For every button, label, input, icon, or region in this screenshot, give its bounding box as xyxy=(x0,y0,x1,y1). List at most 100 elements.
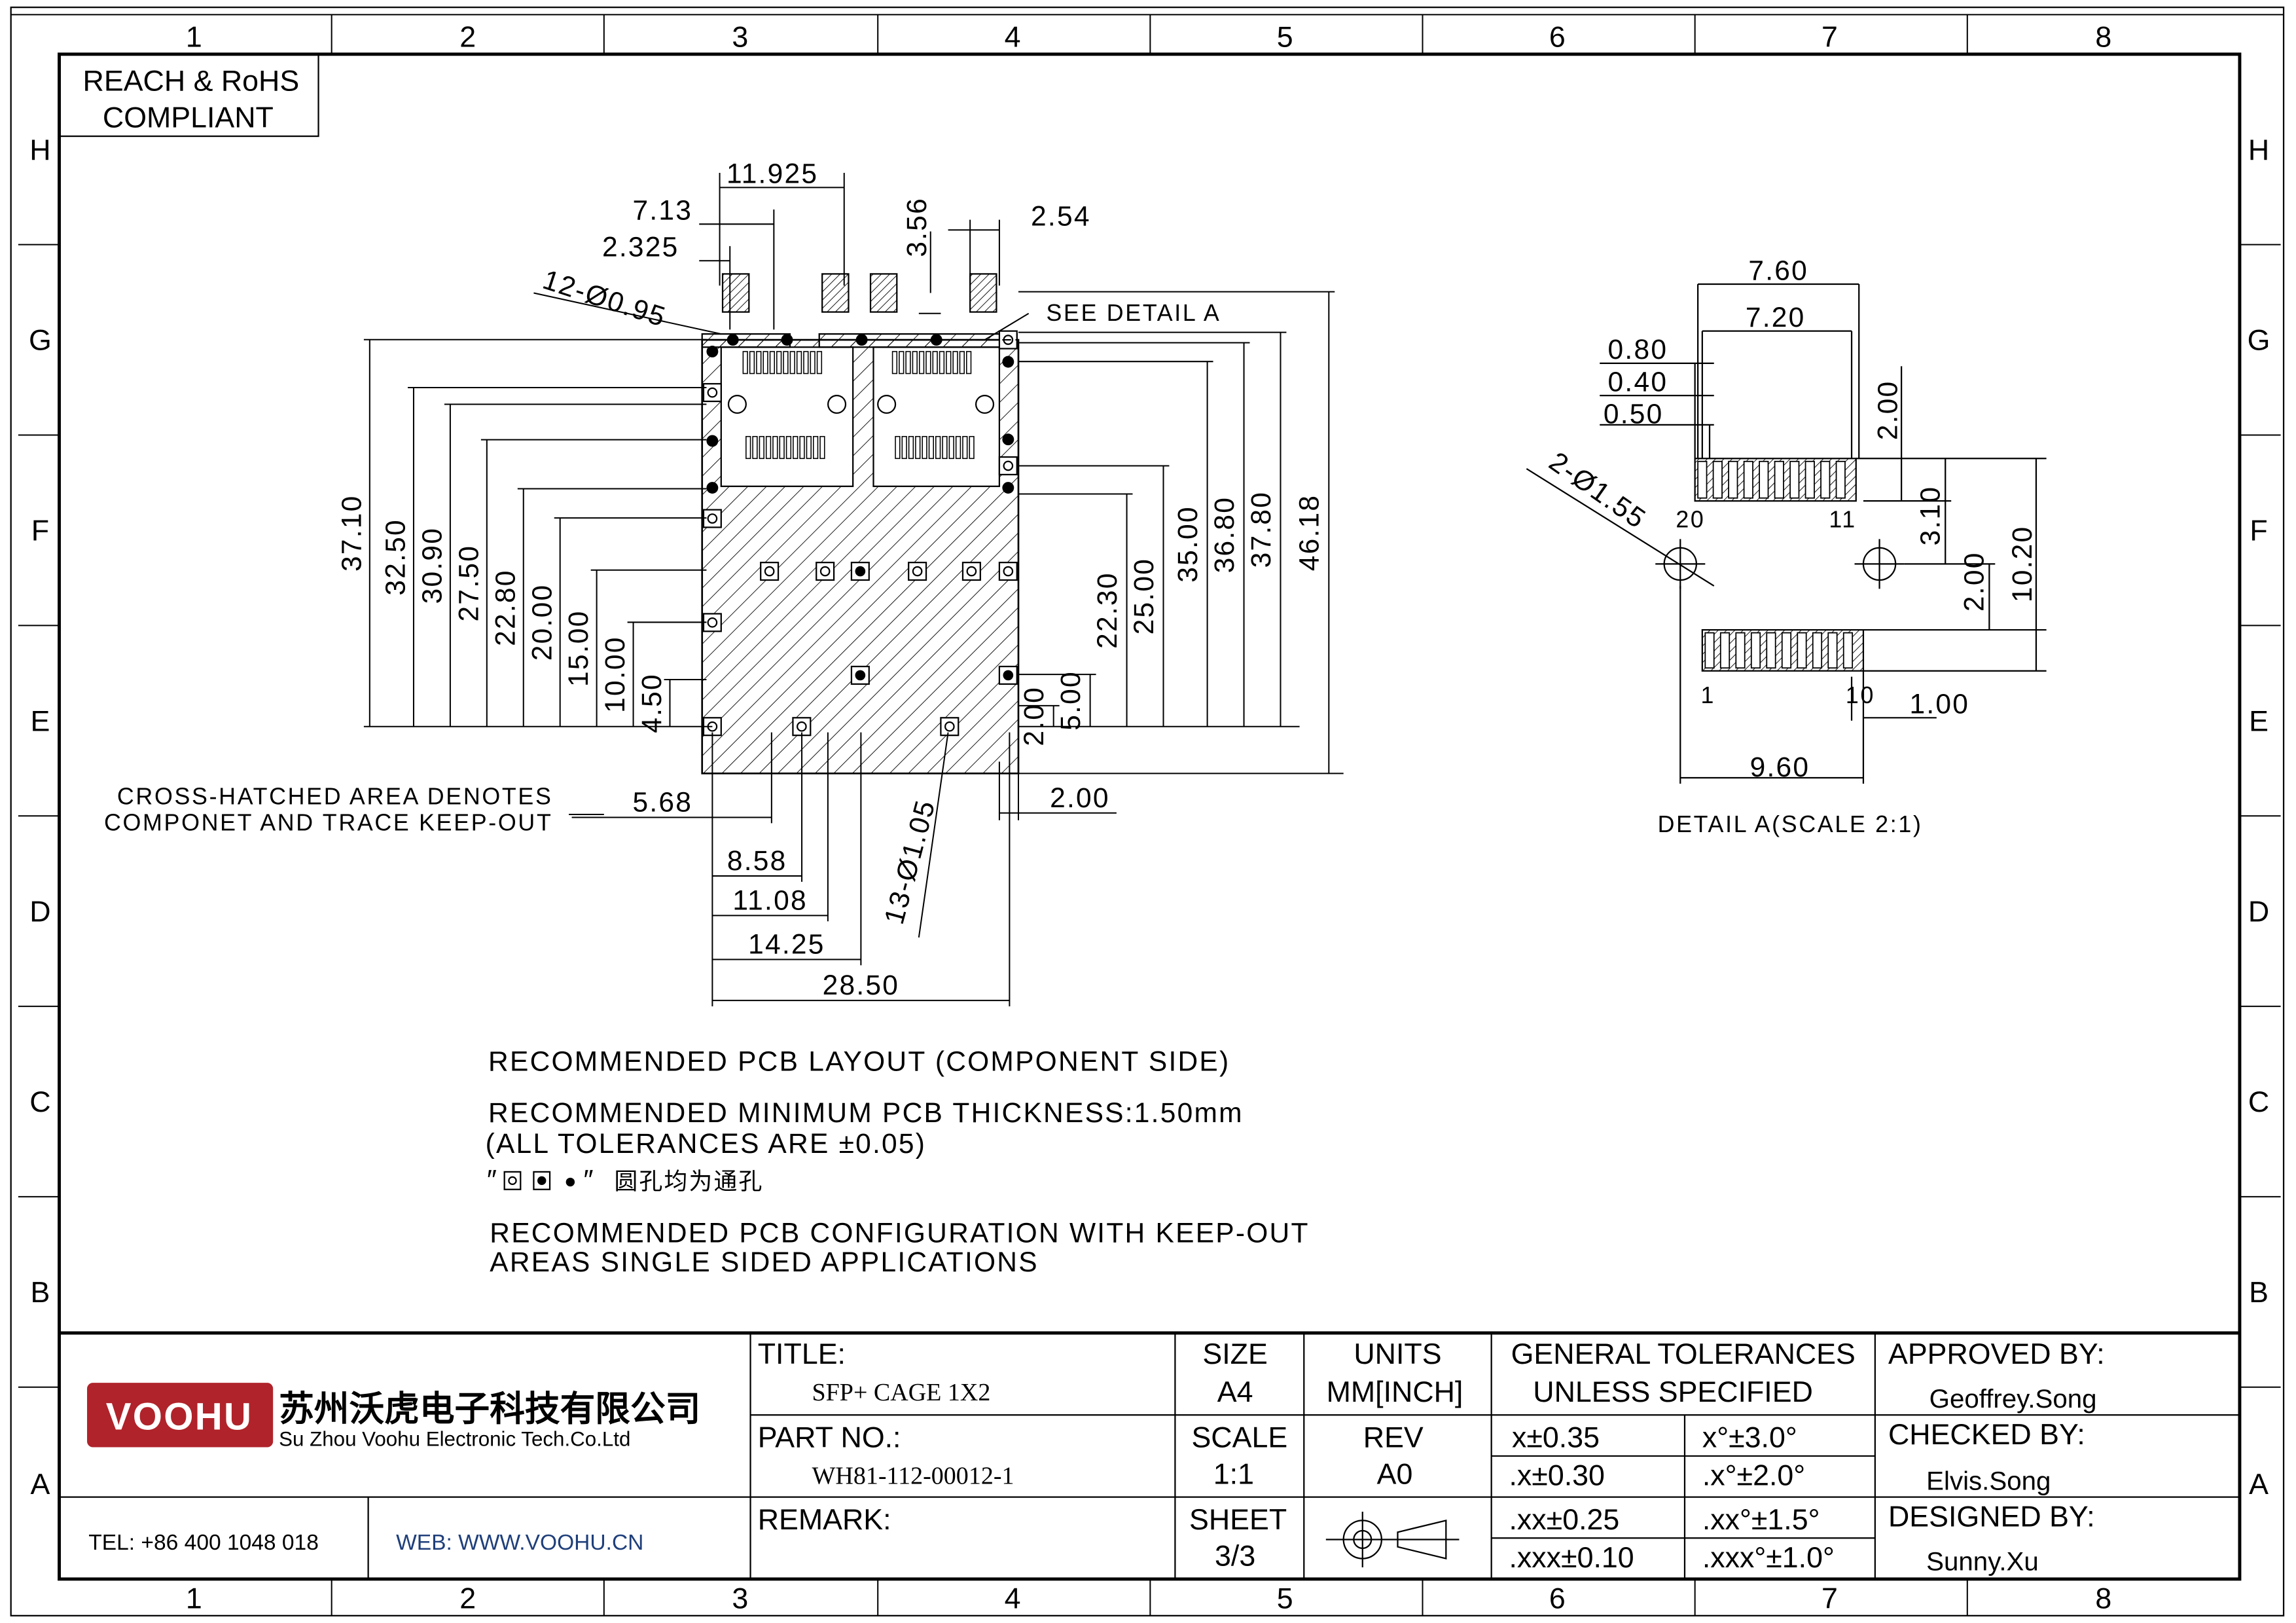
square-pad-hole-filled xyxy=(850,665,870,685)
dim-bottom-8.58: 8.58 xyxy=(727,846,787,877)
detail-dim-2-00-a: 2.00 xyxy=(1873,380,1903,441)
pcb-pin-pad xyxy=(816,351,823,374)
pcb-pin-pad xyxy=(935,435,941,460)
column-label-top: 4 xyxy=(1005,21,1021,54)
hole-circle xyxy=(707,513,718,524)
pcb-pin-pad xyxy=(742,351,748,374)
dim-2-00-bottom: 2.00 xyxy=(1050,783,1110,814)
approved-by: Geoffrey.Song xyxy=(1929,1384,2097,1413)
pcb-pin-pad xyxy=(785,435,792,460)
pcb-pin-pad xyxy=(912,351,918,374)
square-pad-hole xyxy=(940,717,960,737)
dim-right-46.18: 46.18 xyxy=(1295,494,1325,572)
tel: TEL: +86 400 1048 018 xyxy=(88,1531,319,1555)
note-layout: RECOMMENDED PCB LAYOUT (COMPONENT SIDE) xyxy=(488,1047,1230,1078)
detail-pin xyxy=(1719,632,1731,669)
column-label-bottom: 1 xyxy=(186,1582,202,1615)
compliance-line-1: REACH & RoHS xyxy=(83,65,300,98)
cage-pin-pad xyxy=(721,273,750,313)
tol-angular-2: .xx°±1.5° xyxy=(1702,1503,1820,1536)
pcb-pin-pad xyxy=(946,351,952,374)
column-label-bottom: 8 xyxy=(2095,1582,2111,1615)
column-label-bottom: 4 xyxy=(1005,1582,1021,1615)
dim-right-2.00: 2.00 xyxy=(1019,686,1050,746)
row-label-right: H xyxy=(2248,134,2269,166)
guide-hole xyxy=(727,394,747,414)
hole-circle xyxy=(819,566,831,577)
tol-linear-0: x±0.35 xyxy=(1512,1421,1600,1454)
row-label-left: A xyxy=(31,1468,50,1501)
column-label-bottom: 3 xyxy=(732,1582,748,1615)
column-label-bottom: 6 xyxy=(1549,1582,1566,1615)
website-link[interactable]: WEB: WWW.VOOHU.CN xyxy=(396,1531,643,1555)
svg-text:″: ″ xyxy=(487,1165,498,1196)
row-label-left: G xyxy=(29,324,52,357)
pin-label-20: 20 xyxy=(1676,506,1705,532)
detail-dim-0-80: 0.80 xyxy=(1608,335,1668,365)
keepout-note-1: CROSS-HATCHED AREA DENOTES xyxy=(117,783,553,809)
row-label-right: B xyxy=(2249,1276,2269,1309)
pcb-pin-pad xyxy=(793,435,798,460)
pcb-pin-pad xyxy=(969,435,975,460)
row-label-right: G xyxy=(2248,324,2270,357)
column-label-top: 8 xyxy=(2095,21,2111,54)
detail-pin xyxy=(1774,460,1784,499)
pcb-pin-pad xyxy=(783,351,789,374)
dim-bottom-28.50: 28.50 xyxy=(823,970,900,1001)
sheet-value: 3/3 xyxy=(1215,1540,1255,1573)
dim-2-325: 2.325 xyxy=(602,232,679,263)
column-label-top: 5 xyxy=(1277,21,1293,54)
column-label-top: 6 xyxy=(1549,21,1566,54)
guide-hole xyxy=(975,394,995,414)
hole-circle xyxy=(1003,566,1014,577)
detail-pin xyxy=(1712,460,1723,499)
rev-label: REV xyxy=(1363,1421,1424,1454)
detail-pin xyxy=(1728,460,1738,499)
hole-circle xyxy=(797,721,807,732)
square-pad-hole xyxy=(816,562,835,581)
pcb-pin-pad xyxy=(756,351,762,374)
hole-circle xyxy=(944,721,955,732)
pcb-pin-pad xyxy=(779,435,785,460)
pcb-pin-pad xyxy=(812,435,819,460)
pcb-pin-pad xyxy=(891,351,898,374)
pcb-pin-pad xyxy=(915,435,921,460)
detail-pin xyxy=(1820,460,1831,499)
dim-left-10.00: 10.00 xyxy=(600,636,631,713)
detail-pin xyxy=(1835,460,1846,499)
row-label-left: E xyxy=(31,704,50,737)
pcb-footprint xyxy=(701,273,1020,775)
pcb-pin-pad xyxy=(966,351,972,374)
pcb-pin-pad xyxy=(952,351,958,374)
detail-dim-0-40: 0.40 xyxy=(1608,367,1668,397)
pcb-pin-pad xyxy=(819,435,825,460)
square-pad-hole xyxy=(702,383,722,403)
detail-dim-3-10: 3.10 xyxy=(1915,486,1946,546)
row-label-right: E xyxy=(2249,704,2269,737)
pcb-pin-pad xyxy=(918,351,925,374)
dim-left-37.10: 37.10 xyxy=(336,494,367,572)
pcb-pin-pad xyxy=(955,435,961,460)
dimension-line xyxy=(918,732,949,938)
detail-pin xyxy=(1812,632,1823,669)
through-hole xyxy=(1002,356,1014,368)
detail-dim-7-20: 7.20 xyxy=(1746,302,1806,333)
pcb-pin-pad xyxy=(908,435,914,460)
dim-bottom-14.25: 14.25 xyxy=(748,930,825,960)
detail-dim-7-60: 7.60 xyxy=(1748,255,1808,286)
company-name-cn: 苏州沃虎电子科技有限公司 xyxy=(279,1388,700,1429)
dim-right-36.80: 36.80 xyxy=(1210,496,1240,574)
dim-left-4.50: 4.50 xyxy=(637,673,668,733)
note-thickness: RECOMMENDED MINIMUM PCB THICKNESS:1.50mm xyxy=(488,1098,1244,1129)
company-name-en: Su Zhou Voohu Electronic Tech.Co.Ltd xyxy=(279,1427,630,1450)
row-label-right: D xyxy=(2248,895,2269,928)
column-label-top: 1 xyxy=(186,21,202,54)
units-label: UNITS xyxy=(1354,1338,1441,1370)
projection-symbol-icon xyxy=(1325,1511,1460,1567)
pcb-pin-pad xyxy=(942,435,948,460)
square-pad-hole xyxy=(760,562,780,581)
dim-11925: 11.925 xyxy=(726,159,818,190)
tol-angular-0: x°±3.0° xyxy=(1702,1421,1797,1454)
detail-pin xyxy=(1789,460,1800,499)
